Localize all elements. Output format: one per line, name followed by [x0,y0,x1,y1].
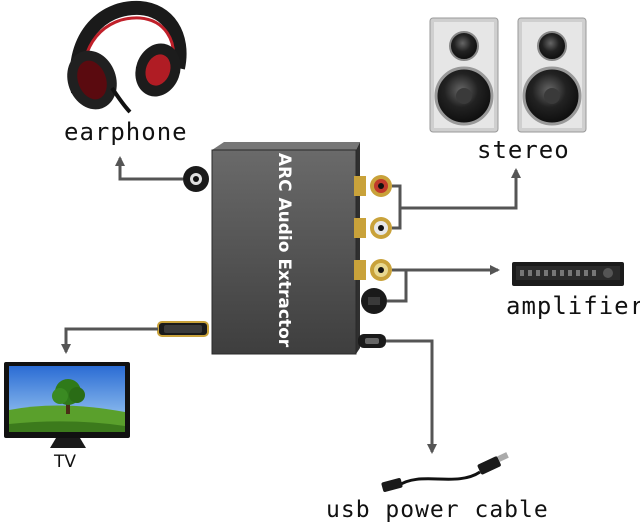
device-name-text: ARC Audio Extractor [274,152,294,348]
headphone-icon [67,0,187,114]
optical-port [361,288,387,314]
usb-power-cable-label: usb power cable [326,497,549,523]
tv-icon [4,362,130,448]
arc-audio-extractor-device [157,142,360,355]
coaxial-port [354,259,392,281]
amplifier-label: amplifier [506,292,640,320]
speaker-icon [517,17,587,133]
earphone-label: earphone [64,118,188,146]
rca-port-white [354,217,392,239]
speaker-icon [429,17,499,133]
usb-cable-icon [381,452,509,492]
tv-label: TV [54,452,77,472]
earphone-jack [183,166,209,192]
stereo-label: stereo [477,136,570,164]
rca-port-red [354,175,392,197]
amplifier-icon [512,262,624,286]
connector-lines [61,156,521,454]
usb-port [358,334,386,348]
